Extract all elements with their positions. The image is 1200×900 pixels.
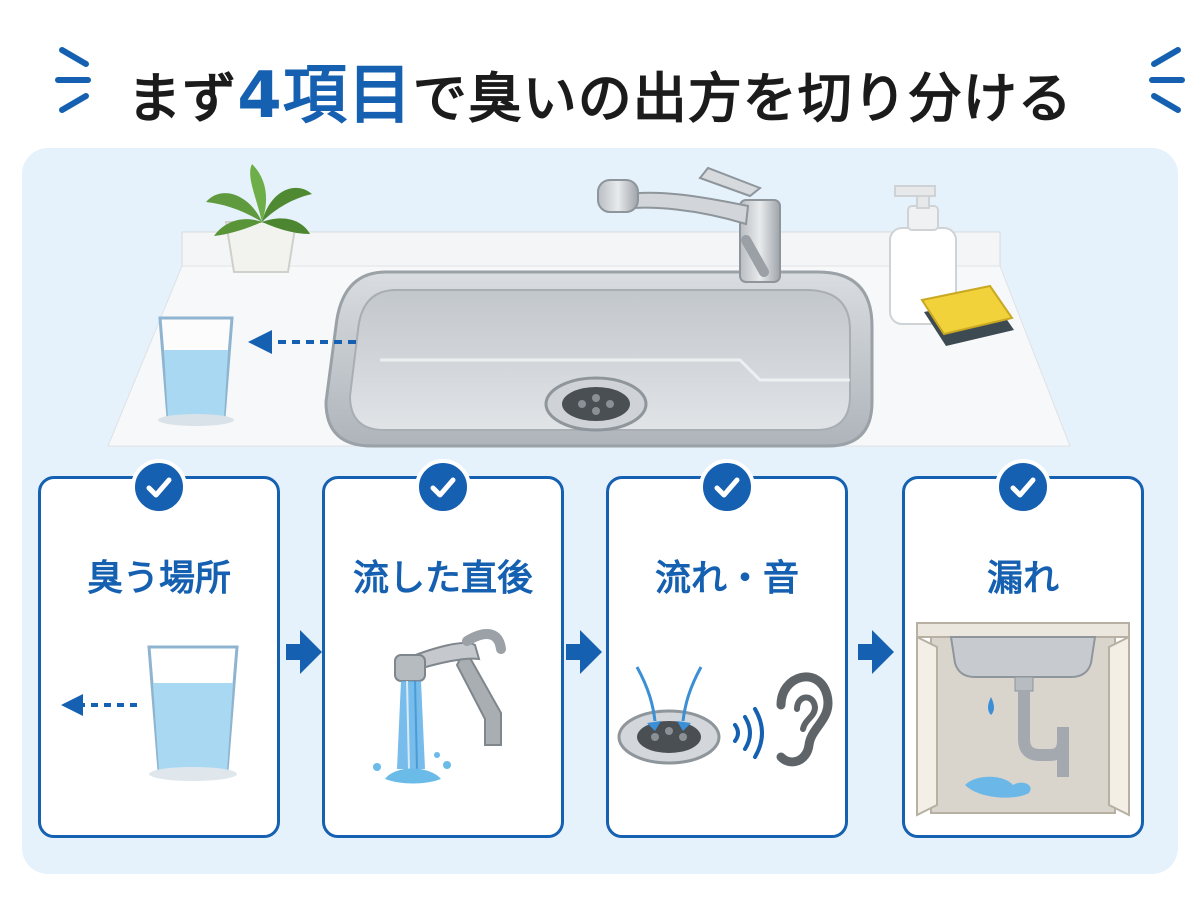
potted-plant-icon: [206, 164, 312, 273]
check-icon: [430, 477, 456, 498]
ear-icon: [776, 672, 833, 767]
sponge-icon: [920, 284, 1014, 346]
under-sink-cabinet-icon: [916, 622, 1130, 817]
sink-basin: [324, 270, 874, 448]
card-label: 漏れ: [986, 558, 1059, 599]
check-icon: [1010, 477, 1036, 498]
check-card-leak: 漏れ: [902, 459, 1144, 838]
faucet-icon: [597, 166, 781, 283]
check-icon: [714, 477, 740, 498]
dotted-left-arrow-icon: [248, 330, 356, 354]
check-badge: [415, 459, 471, 515]
running-faucet-icon: [373, 629, 506, 784]
sound-waves-icon: [733, 707, 764, 759]
check-badge: [131, 459, 187, 515]
down-arrows-icon: [635, 666, 703, 731]
check-card-flow-and-sound: 流れ・音: [606, 459, 848, 838]
title-prefix: まず: [127, 67, 238, 130]
card-label: 流れ・音: [654, 558, 799, 599]
drain-icon: [617, 709, 721, 765]
check-card-right-after-flush: 流した直後: [322, 459, 564, 838]
emphasis-burst-left-icon: [55, 47, 91, 113]
check-badge: [995, 459, 1051, 515]
title-row: まず4項目で臭いの出方を切り分ける: [0, 40, 1200, 140]
dotted-left-arrow-icon: [61, 694, 137, 716]
emphasis-burst-right-icon: [1149, 47, 1185, 113]
check-icon: [146, 477, 172, 498]
title-suffix: で臭いの出方を切り分ける: [412, 67, 1073, 130]
card-label: 臭う場所: [86, 558, 231, 599]
right-arrow-icon: [858, 630, 894, 674]
kitchen-sink-scene: [107, 164, 1071, 448]
title-accent: 4項目: [237, 59, 413, 133]
glass-of-water-icon: [158, 316, 234, 426]
card-label: 流した直後: [352, 558, 533, 599]
drain-and-ear-icon: [617, 666, 833, 767]
right-arrow-icon: [286, 630, 322, 674]
check-badge: [699, 459, 755, 515]
right-arrow-icon: [566, 630, 602, 674]
page-title: まず4項目で臭いの出方を切り分ける: [127, 44, 1073, 136]
glass-of-water-icon: [61, 645, 239, 781]
check-card-smell-location: 臭う場所: [38, 459, 280, 838]
sink-drain-icon: [544, 376, 648, 432]
